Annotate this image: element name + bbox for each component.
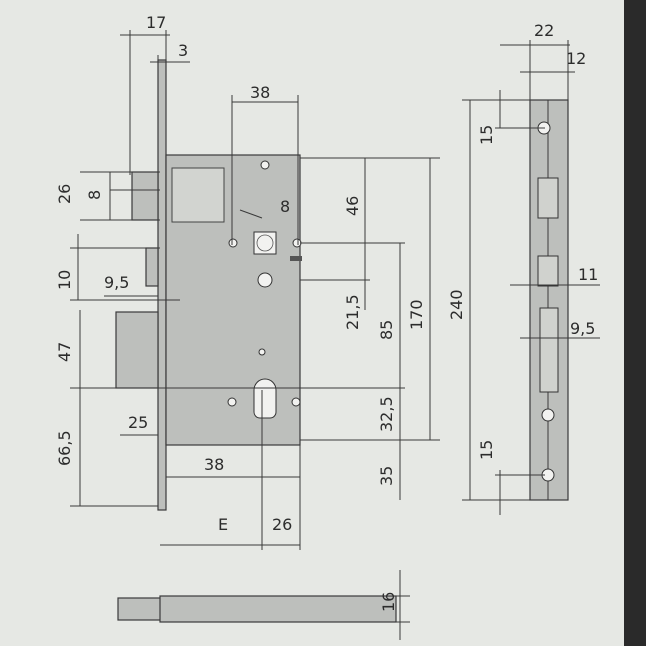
- dim-label-latch-slot: 8: [85, 190, 104, 200]
- dim-label-latch-height: 26: [55, 184, 74, 204]
- follower-ring: [256, 234, 274, 252]
- dim-label-width: 17: [146, 13, 166, 32]
- secondary-hole: [257, 272, 273, 288]
- side-dimension-lines: [462, 40, 600, 515]
- side-bolt-slot: [539, 307, 559, 393]
- dim-label-bolt-offset: 66,5: [55, 430, 74, 466]
- dim-label-centers: 85: [377, 320, 396, 340]
- dim-label-faceplate: 3: [178, 41, 188, 60]
- dim-label-top-screw: 15: [477, 125, 496, 145]
- dim-label-aux-depth: 9,5: [104, 273, 129, 292]
- side-faceplate: [529, 99, 569, 501]
- bottom-view: [117, 570, 410, 640]
- dim-label-top-follower: 46: [343, 196, 362, 216]
- photo-edge: [624, 0, 646, 646]
- spring-tab: [290, 256, 302, 261]
- bottom-case: [159, 595, 397, 623]
- small-hole: [258, 348, 266, 356]
- dim-label-follower: 8: [280, 197, 290, 216]
- bottom-bolt: [117, 597, 167, 621]
- dim-label-side-inner: 12: [566, 49, 586, 68]
- dim-label-bottom-screw: 15: [477, 440, 496, 460]
- screw-hole-left: [228, 238, 238, 248]
- side-screw-mid: [541, 408, 555, 422]
- latch-housing: [171, 167, 225, 223]
- dimension-labels: 17 3 38 26 8 8 10 9,5 47 66,5 25 46 21,5…: [55, 13, 598, 612]
- dim-label-side-depth: 9,5: [570, 319, 595, 338]
- latch-bolt: [131, 171, 159, 221]
- dim-label-top-width: 38: [250, 83, 270, 102]
- side-aux-slot: [537, 255, 559, 287]
- dim-label-cylinder-bottom: 32,5: [377, 396, 396, 432]
- screw-hole-br: [291, 397, 301, 407]
- front-dimension-lines: [70, 30, 440, 550]
- side-view: [529, 99, 569, 501]
- screw-hole-bl: [227, 397, 237, 407]
- dim-label-bottom: 35: [377, 466, 396, 486]
- dim-label-thickness: 16: [379, 592, 398, 612]
- side-latch-slot: [537, 177, 559, 219]
- faceplate: [157, 59, 167, 511]
- dim-label-side-slot: 11: [578, 265, 598, 284]
- dim-label-side-width: 22: [534, 21, 554, 40]
- cylinder-profile: [253, 378, 277, 419]
- dim-label-bottom-width: 38: [204, 455, 224, 474]
- aux-bolt: [145, 247, 159, 287]
- dim-label-secondary: 21,5: [343, 294, 362, 330]
- dead-bolt: [115, 311, 159, 389]
- front-view: [115, 59, 302, 511]
- dim-label-backset: E: [218, 515, 228, 534]
- dim-label-bolt-height: 47: [55, 342, 74, 362]
- dim-label-aux-height: 10: [55, 270, 74, 290]
- dim-label-bolt-throw: 25: [128, 413, 148, 432]
- screw-hole-right: [292, 238, 302, 248]
- dim-label-cylinder-offset: 26: [272, 515, 292, 534]
- dim-label-total-height: 240: [447, 289, 466, 320]
- screw-hole-top: [260, 160, 270, 170]
- dim-label-case-height: 170: [407, 299, 426, 330]
